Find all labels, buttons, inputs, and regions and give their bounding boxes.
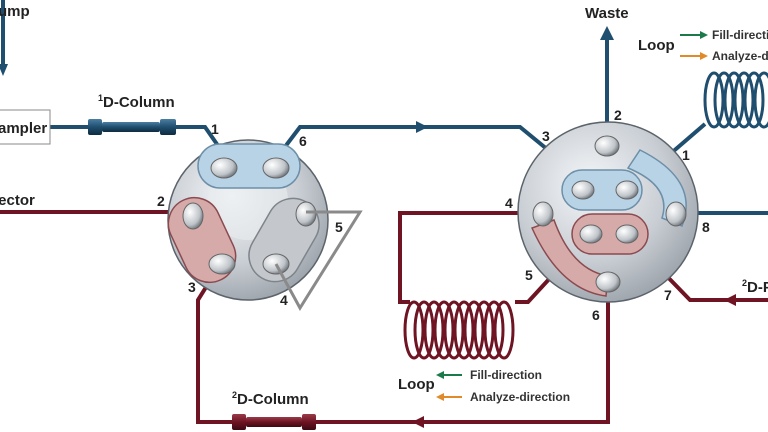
right-port-2-label: 2 [614, 107, 622, 123]
legend-bottom: Loop Fill-direction Analyze-direction [398, 368, 570, 404]
legend-top-analyze-arrow-icon [700, 52, 708, 60]
legend-bottom-analyze-arrow-icon [436, 393, 444, 401]
left-port-5-label: 5 [335, 219, 343, 235]
2d-pump-text: D-Pump [747, 279, 768, 296]
2d-pump-arrow [724, 294, 736, 306]
left-port-3-label: 3 [188, 279, 196, 295]
detector-label: Detector [0, 192, 35, 209]
left-valve [167, 139, 329, 301]
pump-label: Pump [0, 3, 30, 20]
right-port-7-label: 7 [664, 287, 672, 303]
2d-column-sup: 2 [232, 390, 237, 400]
left-port-4-label: 4 [280, 292, 288, 308]
left-port-1-label: 1 [211, 121, 219, 137]
flow-arrow-bottom [412, 416, 424, 428]
left-port-6-label: 6 [299, 133, 307, 149]
left-valve-gray-loop [274, 210, 363, 311]
right-port-8-label: 8 [702, 219, 710, 235]
legend-bottom-title: Loop [398, 376, 435, 393]
waste-label: Waste [585, 5, 629, 22]
2d-column [232, 414, 316, 430]
top-loop-coil [703, 71, 768, 129]
1d-column-label: 1D-Column [98, 93, 175, 111]
legend-top-fill-text: Fill-direction [712, 28, 768, 42]
2d-column-text: D-Column [237, 391, 309, 408]
sampler-box [0, 109, 51, 145]
2d-pump-sup: 2 [742, 278, 747, 288]
1d-column-sup: 1 [98, 93, 103, 103]
2d-pump-label: 2D-Pump [742, 278, 768, 296]
left-port-2-label: 2 [157, 193, 165, 209]
flow-arrow-top [416, 121, 428, 133]
legend-top: Loop Fill-direction Analyze-direction [638, 28, 768, 63]
1d-column-text: D-Column [103, 94, 175, 111]
right-red-channel-h [571, 213, 649, 255]
waste-arrow [600, 26, 614, 40]
legend-bottom-fill-text: Fill-direction [470, 368, 542, 382]
right-valve [517, 121, 699, 303]
right-port-4-label: 4 [505, 195, 513, 211]
pump-arrow [0, 64, 8, 76]
legend-bottom-fill-arrow-icon [436, 371, 444, 379]
legend-top-analyze-text: Analyze-direction [712, 49, 768, 63]
right-port-5-label: 5 [525, 267, 533, 283]
right-port-6-label: 6 [592, 307, 600, 323]
legend-bottom-analyze-text: Analyze-direction [470, 390, 570, 404]
right-port-1-label: 1 [682, 147, 690, 163]
right-port-4-loop [398, 211, 540, 304]
right-blue-channel-h [561, 169, 643, 211]
legend-top-title: Loop [638, 37, 675, 54]
bottom-loop-coil [403, 300, 515, 360]
right-port-3-label: 3 [542, 128, 550, 144]
legend-top-fill-arrow-icon [700, 31, 708, 39]
sampler-label: Sampler [0, 120, 47, 137]
2d-column-label: 2D-Column [232, 390, 309, 408]
1d-column [88, 119, 176, 135]
